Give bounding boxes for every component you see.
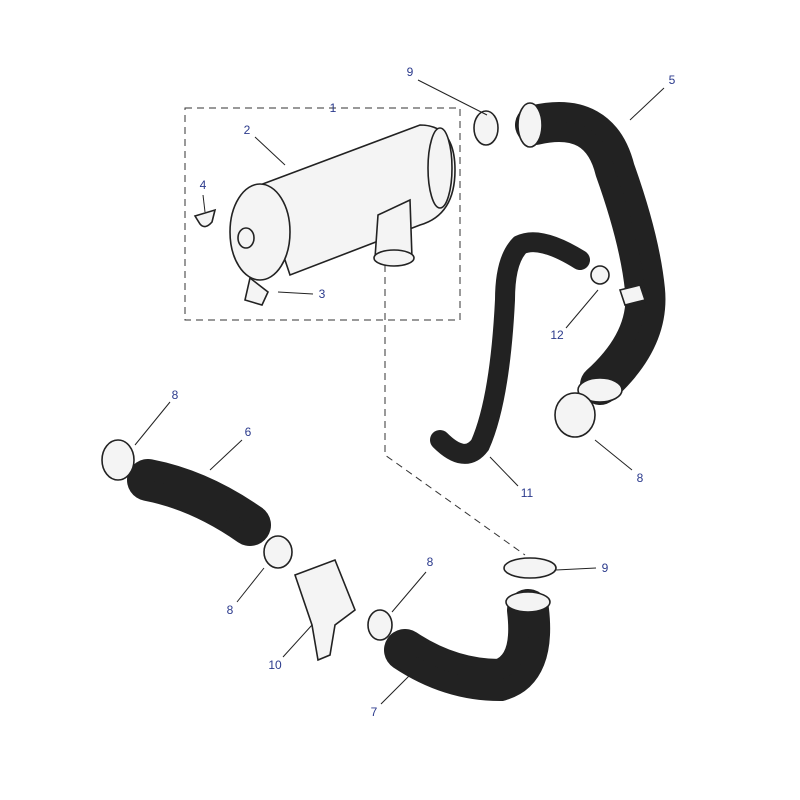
connection-dashed-line — [384, 265, 526, 556]
air-cleaner-housing — [229, 124, 456, 306]
adapter-10 — [293, 558, 356, 662]
clamp-9-top — [473, 110, 499, 146]
clamp-12 — [590, 265, 610, 285]
clamp-8-left — [101, 439, 135, 481]
callout-4: 4 — [200, 178, 207, 192]
callout-5: 5 — [669, 73, 676, 87]
clamp-8-middle — [263, 535, 293, 569]
clamp-8-right — [554, 392, 596, 438]
callout-8: 8 — [427, 555, 434, 569]
clamp-8-lower — [367, 609, 393, 641]
callout-8: 8 — [172, 388, 179, 402]
callout-2: 2 — [244, 123, 251, 137]
clamp-9-bottom — [503, 557, 557, 579]
hose-7-end — [505, 591, 551, 613]
leader-lines — [134, 79, 665, 705]
hose-5-end-top — [517, 102, 543, 148]
callout-8: 8 — [637, 471, 644, 485]
callout-8: 8 — [227, 603, 234, 617]
callout-10: 10 — [268, 658, 282, 672]
wing-nut — [193, 208, 217, 228]
callout-6: 6 — [245, 425, 252, 439]
callout-12: 12 — [550, 328, 564, 342]
callout-9: 9 — [602, 561, 609, 575]
callout-3: 3 — [319, 287, 326, 301]
callout-9: 9 — [407, 65, 414, 79]
assembly-boundary — [184, 107, 461, 321]
hose-5-end-bottom — [577, 377, 623, 403]
callout-7: 7 — [371, 705, 378, 719]
callout-11: 11 — [521, 486, 534, 500]
hose-5-nozzle — [618, 284, 647, 306]
callout-1: 1 — [330, 101, 337, 115]
